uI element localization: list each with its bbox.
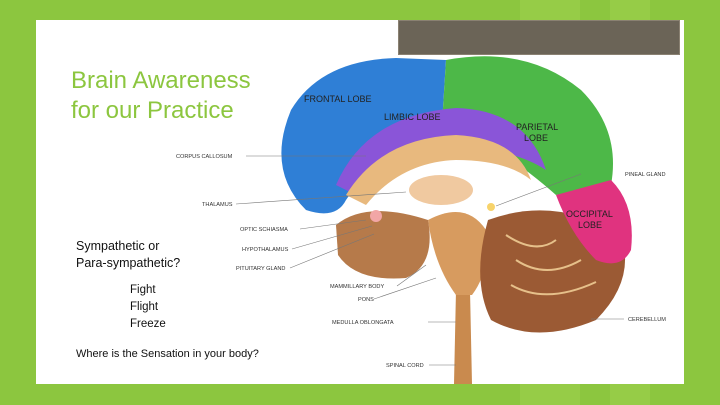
label-pons: PONS [358, 297, 374, 303]
slide-title-line-2: for our Practice [71, 97, 234, 124]
pituitary-shape [370, 210, 382, 222]
brain-diagram: FRONTAL LOBE LIMBIC LOBE PARIETAL LOBE O… [176, 56, 666, 384]
label-parietal-lobe-2: LOBE [524, 133, 548, 143]
occipital-lobe-shape [556, 180, 632, 264]
title-bar-tab [396, 20, 682, 57]
leader-lines [235, 155, 624, 366]
corpus-callosum-shape [346, 135, 531, 205]
question-line-1: Sympathetic or [76, 239, 160, 253]
slide-title-line-1: Brain Awareness [71, 67, 251, 94]
label-hypothalamus: HYPOTHALAMUS [242, 247, 289, 253]
limbic-lobe-shape [336, 108, 546, 195]
label-cerebellum: CEREBELLUM [628, 317, 666, 323]
label-frontal-lobe: FRONTAL LOBE [304, 94, 372, 104]
brainstem-shape [428, 212, 488, 295]
response-freeze: Freeze [130, 318, 166, 330]
parietal-lobe-shape [441, 56, 613, 195]
spinal-cord-shape [454, 290, 472, 384]
label-limbic-lobe: LIMBIC LOBE [384, 112, 441, 122]
cerebellum-folds [505, 234, 597, 296]
label-occipital-lobe-2: LOBE [578, 220, 602, 230]
label-thalamus: THALAMUS [202, 202, 233, 208]
question-sympathetic: Sympathetic or Para-sympathetic? [76, 238, 180, 272]
frontal-lobe-shape [281, 58, 446, 214]
thalamus-shape [409, 175, 473, 205]
response-flight: Flight [130, 301, 159, 313]
response-fight: Fight [130, 284, 156, 296]
label-optic-chiasma: OPTIC SCHIASMA [240, 227, 288, 233]
label-pituitary-gland: PITUITARY GLAND [236, 266, 285, 272]
response-list: Fight Flight Freeze [130, 282, 166, 333]
question-sensation: Where is the Sensation in your body? [76, 348, 259, 360]
question-line-2: Para-sympathetic? [76, 256, 181, 270]
label-pineal-gland: PINEAL GLAND [625, 172, 666, 178]
slide-canvas: Brain Awareness for our Practice Sympath… [36, 20, 684, 384]
label-medulla-oblongata: MEDULLA OBLONGATA [332, 320, 394, 326]
pineal-gland-shape [487, 203, 495, 211]
label-mammillary-body: MAMMILLARY BODY [330, 284, 384, 290]
label-parietal-lobe-1: PARIETAL [516, 122, 558, 132]
label-occipital-lobe-1: OCCIPITAL [566, 209, 613, 219]
label-corpus-callosum: CORPUS CALLOSUM [176, 154, 233, 160]
temporal-region [336, 211, 430, 279]
label-spinal-cord: SPINAL CORD [386, 363, 424, 369]
slide-title: Brain Awareness for our Practice [71, 66, 311, 126]
